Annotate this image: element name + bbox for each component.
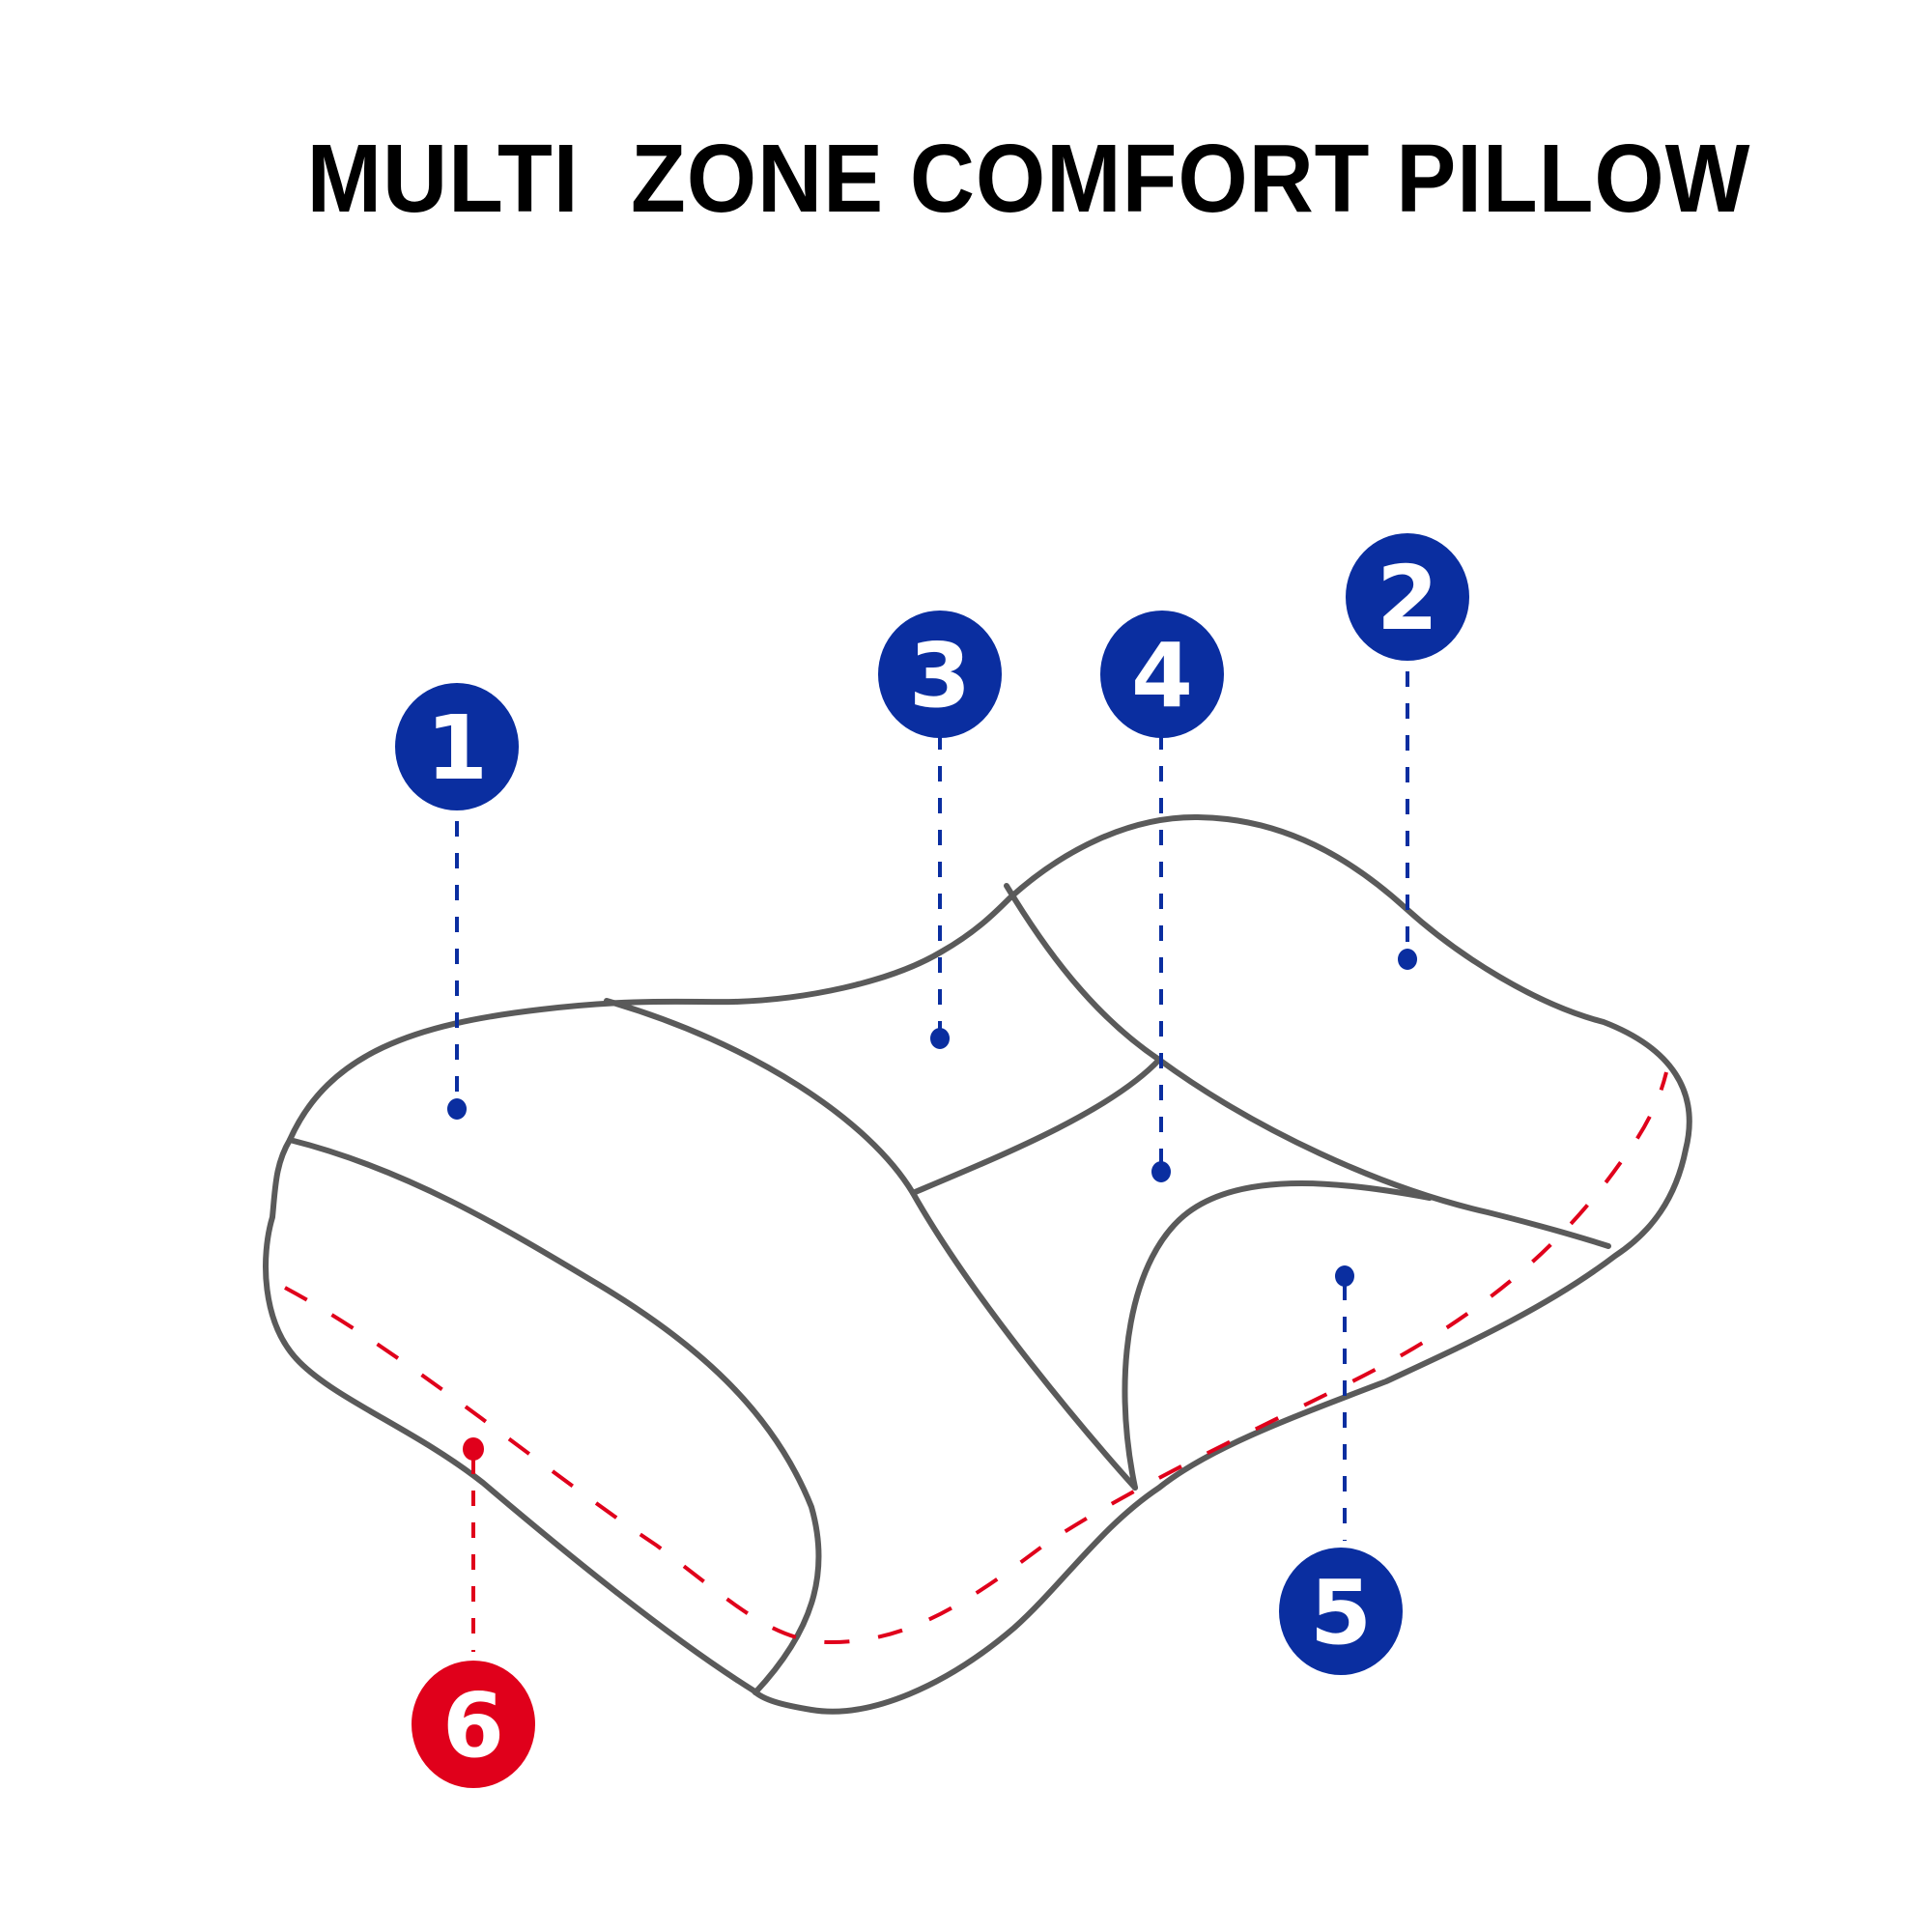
badge-zone-2: 2 (1346, 533, 1469, 661)
leader-lines (455, 671, 1409, 1652)
badge-zone-5: 5 (1279, 1548, 1403, 1675)
anchor-dot-zone-2 (1398, 949, 1417, 970)
anchor-dot-zone-6 (463, 1437, 484, 1461)
numbered-circle-icon (1100, 611, 1224, 738)
zone-2-zone-4-boundary (1004, 883, 1611, 1249)
badge-zone-4: 4 (1100, 611, 1224, 738)
zone-3-zone-4-divider (910, 1057, 1162, 1196)
badge-number: 6 (442, 1674, 504, 1777)
zone-1-zone-3-boundary (604, 998, 1138, 1491)
anchor-dot-zone-1 (447, 1098, 467, 1120)
pillow-outer-contour (263, 813, 1692, 1715)
zone-1-lower-edge (287, 1137, 822, 1695)
anchor-dot-zone-3 (930, 1028, 950, 1049)
anchor-dot-zone-4 (1151, 1161, 1171, 1182)
badge-number: 3 (909, 624, 971, 727)
badge-zone-1: 1 (395, 683, 519, 810)
pillow-outline (263, 813, 1692, 1715)
numbered-circle-icon (878, 611, 1002, 738)
numbered-circle-icon (1279, 1548, 1403, 1675)
diagram-title: MULTI ZONE COMFORT PILLOW (306, 125, 1751, 233)
badge-zone-3: 3 (878, 611, 1002, 738)
anchor-dots (447, 949, 1417, 1461)
seam-line-zone-6 (284, 1071, 1668, 1645)
numbered-circle-icon (1346, 533, 1469, 661)
badge-number: 5 (1310, 1561, 1372, 1664)
numbered-circle-icon (395, 683, 519, 810)
badge-zone-6: 6 (412, 1661, 535, 1788)
numbered-circle-icon (412, 1661, 535, 1788)
badge-number: 1 (426, 696, 488, 800)
badge-number: 2 (1377, 547, 1438, 650)
anchor-dot-zone-5 (1335, 1265, 1354, 1287)
badge-number: 4 (1131, 624, 1193, 727)
zone-5-boundary (1122, 1180, 1433, 1491)
